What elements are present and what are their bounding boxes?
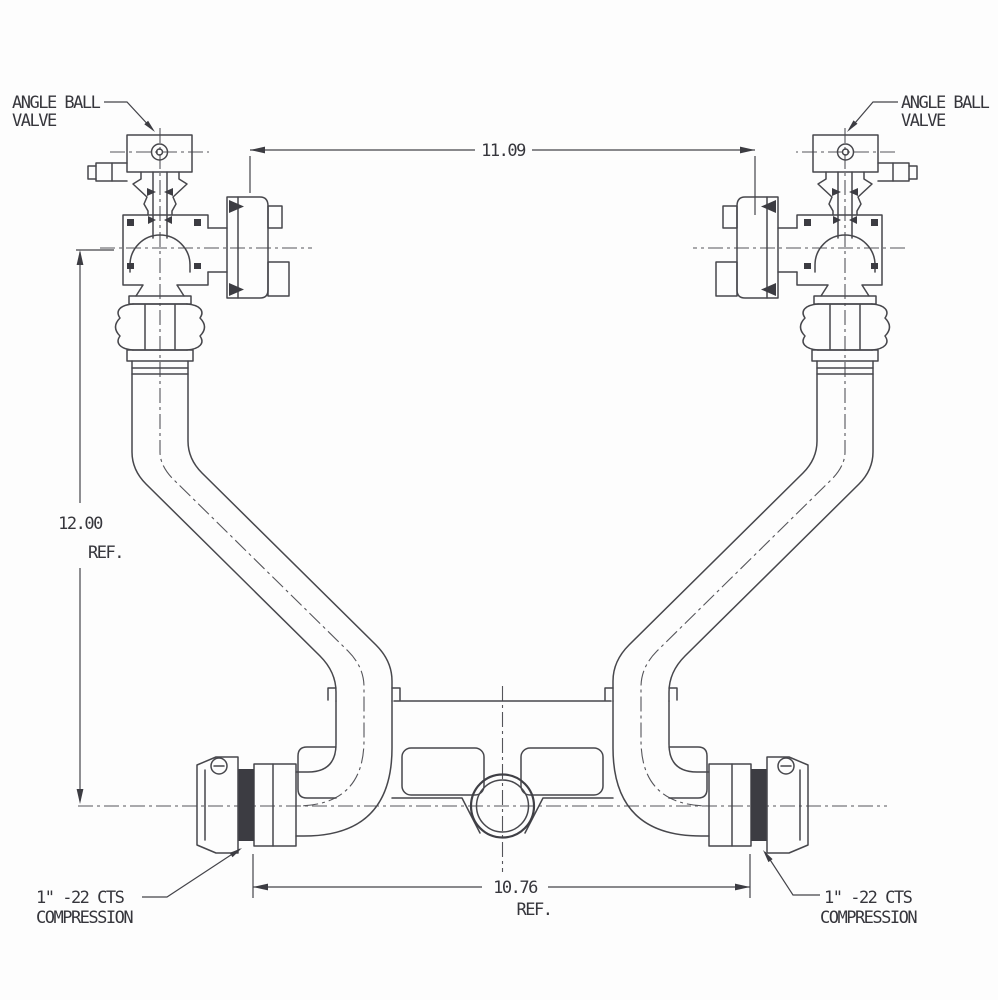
dimension-left-height-value: 12.00 <box>58 514 103 534</box>
valve-body <box>122 214 228 297</box>
compression-nut <box>196 756 239 854</box>
bottom-elbow <box>253 700 393 847</box>
dimension-left-height: 12.00 REF. <box>58 249 124 804</box>
s-curve-pipe <box>131 360 401 702</box>
left-valve-assembly <box>87 128 401 854</box>
bonnet-screw-icon <box>150 143 169 161</box>
label-compression-left: 1" -22 CTS COMPRESSION <box>36 848 242 928</box>
nut-bolt-icon <box>210 757 228 775</box>
label-angle-ball-valve-right: ANGLE BALL VALVE <box>847 93 991 132</box>
dimension-bottom-width-ref: REF. <box>517 900 552 920</box>
compression-fitting <box>196 756 254 854</box>
test-port <box>87 162 128 182</box>
yoke-bar <box>297 700 708 839</box>
meter-coupling-hub <box>469 773 536 839</box>
label-compression-left-line2: COMPRESSION <box>36 908 133 928</box>
label-angle-ball-valve-right-line2: VALVE <box>901 111 946 131</box>
label-compression-right: 1" -22 CTS COMPRESSION <box>763 850 919 928</box>
centerlines <box>78 686 887 872</box>
valve-stem-housing <box>132 171 188 239</box>
label-angle-ball-valve-right-line1: ANGLE BALL <box>901 93 990 113</box>
dimension-bottom-width-value: 10.76 <box>493 878 538 898</box>
label-angle-ball-valve-left: ANGLE BALL VALVE <box>12 93 155 132</box>
label-compression-right-line2: COMPRESSION <box>820 908 917 928</box>
label-compression-left-line1: 1" -22 CTS <box>36 888 125 908</box>
dimension-bottom-width: 10.76 REF. <box>252 854 751 920</box>
label-angle-ball-valve-left-line1: ANGLE BALL <box>12 93 101 113</box>
dimension-left-height-ref: REF. <box>88 543 123 563</box>
label-angle-ball-valve-left-line2: VALVE <box>12 111 57 131</box>
yoke-left-window <box>401 747 485 796</box>
valve-bonnet-block <box>126 134 193 173</box>
dimension-top-width-value: 11.09 <box>481 141 526 161</box>
meter-swivel-nut <box>226 196 290 299</box>
yoke-right-window <box>520 747 604 796</box>
yoke-right-wing <box>668 746 708 799</box>
compression-ferrule <box>238 769 254 841</box>
right-valve-assembly <box>604 127 918 854</box>
dimension-top-width: 11.09 <box>249 141 756 215</box>
label-compression-right-line1: 1" -22 CTS <box>824 888 913 908</box>
union-coupling <box>114 295 206 375</box>
yoke-left-wing <box>297 746 337 799</box>
